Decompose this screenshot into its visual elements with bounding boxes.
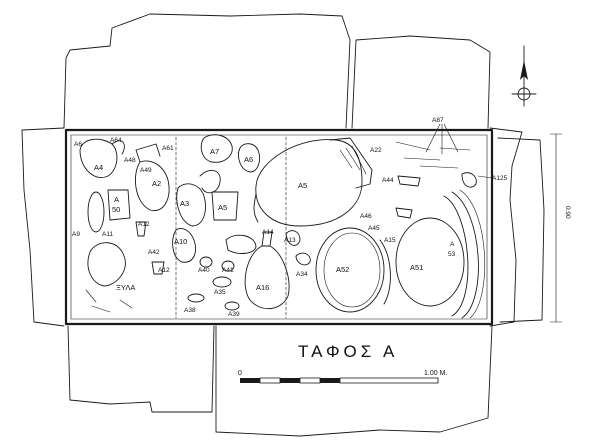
top-slab-left xyxy=(63,13,351,129)
label-a48: A48 xyxy=(124,157,136,164)
vessel-a46 xyxy=(395,207,413,219)
label-a125: A125 xyxy=(492,175,508,182)
bottom-slab-right xyxy=(215,325,493,437)
vessel-a5 xyxy=(255,139,363,227)
bottom-slab-left xyxy=(67,325,215,413)
label-a10: A10 xyxy=(174,237,187,246)
vessel-a3 xyxy=(176,183,206,227)
label-a39: A39 xyxy=(228,311,240,318)
vessel-a6b xyxy=(238,143,261,173)
vessel-a34 xyxy=(295,252,311,266)
scale-bar: 0 1.00 Μ. xyxy=(238,370,447,384)
vessel-a7 xyxy=(200,134,233,163)
label-a4: A4 xyxy=(94,163,103,172)
vessel-a16 xyxy=(244,245,290,310)
label-a12: A12 xyxy=(138,221,150,228)
label-a49: A49 xyxy=(140,167,152,174)
label-a5b: A5 xyxy=(218,203,227,212)
vessel-a125 xyxy=(461,172,477,188)
wood-remains xyxy=(87,242,126,287)
label-a52: A52 xyxy=(336,265,349,274)
label-a38: A38 xyxy=(184,307,196,314)
label-a64: A64 xyxy=(110,137,122,144)
width-dimension-label: 0.90 xyxy=(564,206,571,219)
vessel-a44 xyxy=(397,175,421,187)
label-a35: A35 xyxy=(214,289,226,296)
label-a42: A42 xyxy=(148,249,160,256)
plan-title: ΤΑΦΟΣ Α xyxy=(298,342,398,361)
label-a11: A11 xyxy=(102,231,113,238)
scale-end-label: 1.00 Μ. xyxy=(424,370,447,377)
label-a5: A5 xyxy=(298,181,307,190)
vessels xyxy=(79,134,486,319)
vessel-a14 xyxy=(225,234,257,254)
label-a46: A46 xyxy=(360,213,372,220)
tomb-pit-outline xyxy=(64,128,494,326)
small-finds-a87 xyxy=(395,141,471,169)
label-a53-line2: 53 xyxy=(448,251,456,258)
right-slab xyxy=(489,127,523,327)
label-a44: A44 xyxy=(382,177,394,184)
label-a45: A45 xyxy=(368,225,380,232)
a87-leader-lines xyxy=(425,123,493,179)
label-a16: A16 xyxy=(256,283,269,292)
left-slab xyxy=(21,127,65,327)
right-end-slab xyxy=(497,137,545,323)
label-a53-line1: A xyxy=(450,241,455,248)
width-dimension-line: 0.90 xyxy=(549,133,571,323)
label-a15: A15 xyxy=(384,237,396,244)
label-a51: A51 xyxy=(410,263,423,272)
vessel-a40 xyxy=(199,256,213,268)
vessel-a41 xyxy=(221,260,235,272)
vessel-a35 xyxy=(212,276,232,288)
label-a6: A6 xyxy=(74,141,82,148)
label-a87: A87 xyxy=(432,117,444,124)
vessel-a9 xyxy=(87,191,105,233)
vessel-a52 xyxy=(315,227,385,313)
label-a50-line2: 50 xyxy=(112,205,120,214)
label-a22: A22 xyxy=(370,147,382,154)
scale-start-label: 0 xyxy=(238,370,242,377)
label-a14: A14 xyxy=(262,229,274,236)
north-arrow-icon xyxy=(511,45,537,107)
label-a9: A9 xyxy=(72,231,80,238)
stone-slabs-outline xyxy=(21,13,545,437)
vessel-a4 xyxy=(79,138,118,178)
label-a34: A34 xyxy=(296,271,308,278)
vessel-a38 xyxy=(187,293,205,303)
label-a41: A41 xyxy=(222,267,234,274)
vessel-a2 xyxy=(134,160,170,212)
vessel-a5b xyxy=(211,191,239,221)
vessel-a50 xyxy=(107,189,131,221)
label-a50-line1: A xyxy=(114,195,119,204)
label-a61: A61 xyxy=(162,145,174,152)
label-a12b: A12 xyxy=(158,267,170,274)
vessel-a12b xyxy=(151,261,165,275)
label-a7: A7 xyxy=(210,147,219,156)
label-a40: A40 xyxy=(198,267,210,274)
vessel-a10 xyxy=(172,228,196,263)
label-xyla: ΞΥΛΑ xyxy=(116,283,135,292)
vessel-a51 xyxy=(395,217,465,307)
vessel-a13 xyxy=(285,230,301,246)
vessel-a39 xyxy=(224,301,240,311)
label-a13: A13 xyxy=(284,237,296,244)
label-a6b: A6 xyxy=(244,155,253,164)
object-labels: A6 A64 A4 A48 A49 A61 A7 A6 A5 A22 A87 A… xyxy=(72,117,508,318)
vessel-a12 xyxy=(135,221,147,237)
label-a2: A2 xyxy=(152,179,161,188)
top-slab-right xyxy=(351,35,491,129)
label-a3: A3 xyxy=(180,199,189,208)
